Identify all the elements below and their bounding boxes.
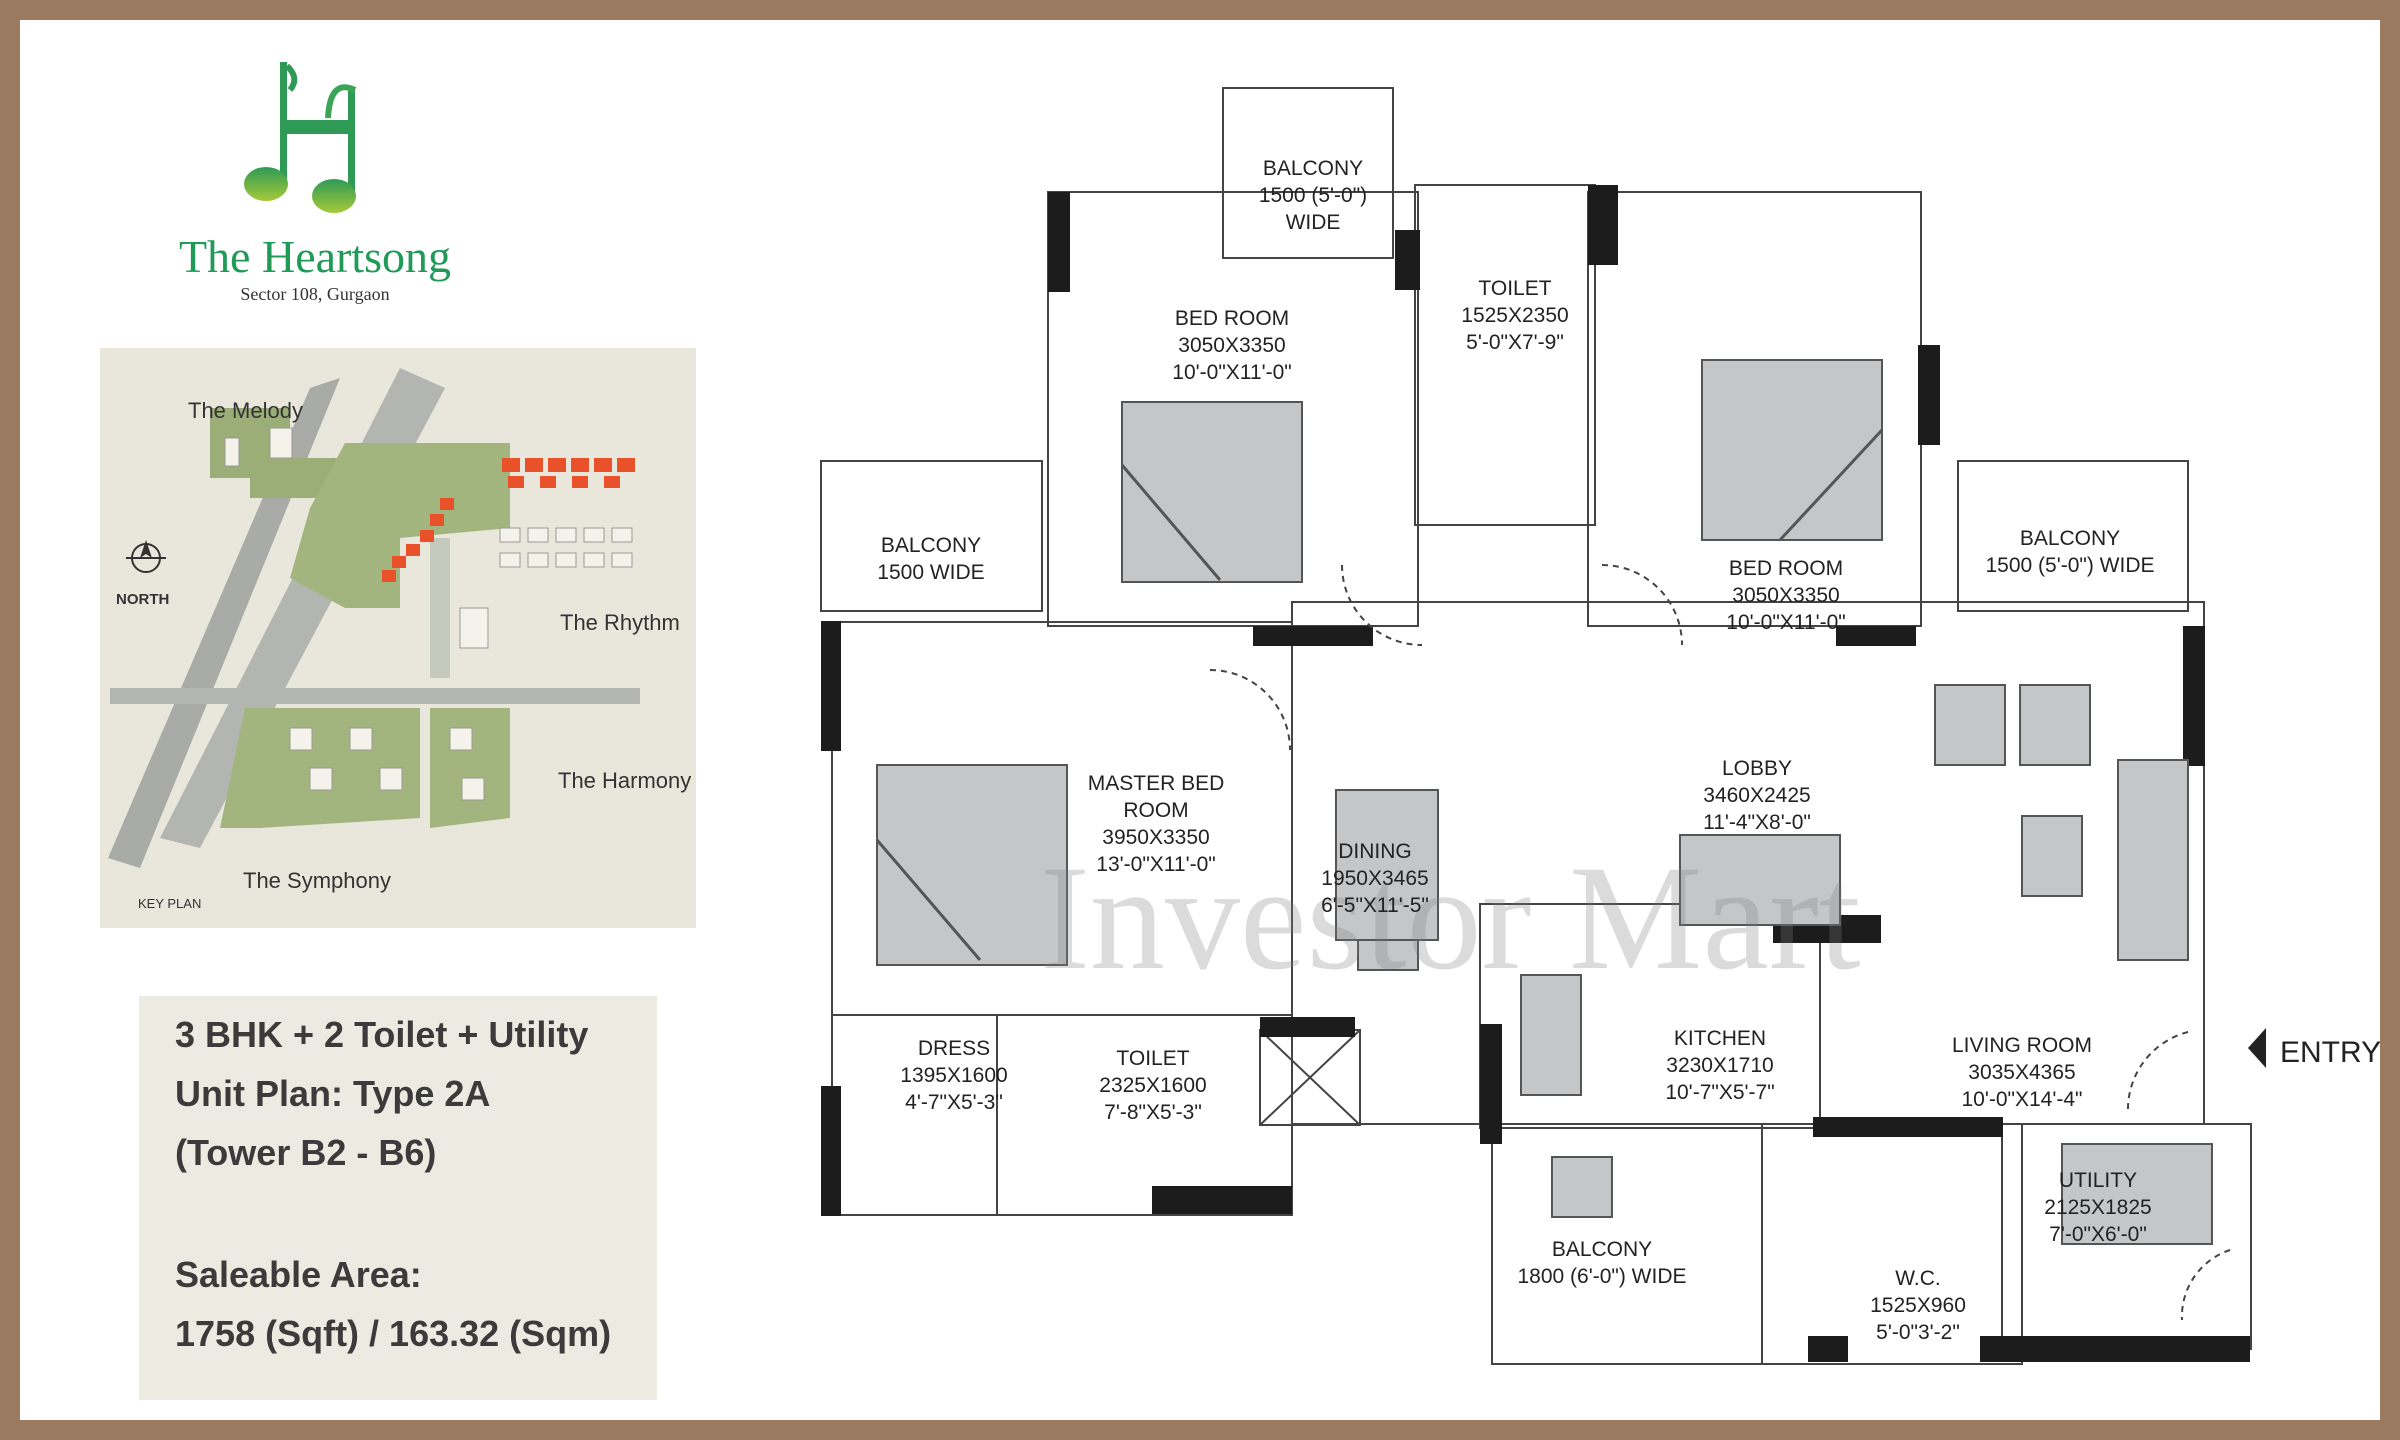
room-label-line: 2125X1825 [2044, 1196, 2151, 1219]
music-notes-logo-icon [244, 62, 357, 213]
room-label-line: 4'-7"X5'-3" [905, 1091, 1003, 1114]
room-label-line: 3950X3350 [1102, 826, 1209, 849]
room-label-line: ROOM [1123, 799, 1188, 822]
room-label-line: 5'-0"3'-2" [1876, 1321, 1960, 1344]
room-label-line: BALCONY [1263, 157, 1363, 180]
unit-info-box: 3 BHK + 2 Toilet + Utility Unit Plan: Ty… [139, 996, 657, 1400]
room-label-line: 10'-0"X11'-0" [1726, 611, 1845, 634]
unit-plan-type: Unit Plan: Type 2A [175, 1073, 491, 1114]
room-label-master-bedroom: MASTER BED ROOM 3950X3350 13'-0"X11'-0" [1088, 772, 1225, 876]
room-label-kitchen: KITCHEN 3230X1710 10'-7"X5'-7" [1665, 1027, 1774, 1104]
key-plan: The Melody The Rhythm The Harmony The Sy… [100, 348, 696, 928]
room-label-line: TOILET [1478, 277, 1551, 300]
room-label-line: 3460X2425 [1703, 784, 1810, 807]
room-label-balcony-right: BALCONY 1500 (5'-0") WIDE [1985, 527, 2154, 577]
room-label-line: 1500 WIDE [877, 561, 984, 584]
room-label-living-room: LIVING ROOM 3035X4365 10'-0"X14'-4" [1952, 1034, 2092, 1111]
key-plan-label-harmony: The Harmony [558, 768, 692, 793]
key-plan-label-melody: The Melody [188, 398, 303, 423]
page-frame: The Heartsong Sector 108, Gurgaon [20, 20, 2380, 1420]
key-plan-tag: KEY PLAN [138, 896, 202, 911]
room-label-line: 10'-7"X5'-7" [1665, 1081, 1774, 1104]
room-label-bedroom-left: BED ROOM 3050X3350 10'-0"X11'-0" [1172, 307, 1291, 384]
room-label-line: BED ROOM [1729, 557, 1843, 580]
room-label-line: LOBBY [1722, 757, 1792, 780]
room-label-line: BED ROOM [1175, 307, 1289, 330]
entry-arrow-icon [2248, 1028, 2266, 1068]
room-label-dining: DINING 1950X3465 6'-5"X11'-5" [1321, 840, 1429, 917]
key-plan-label-symphony: The Symphony [243, 868, 391, 893]
room-label-line: 1525X2350 [1461, 304, 1568, 327]
room-label-line: 10'-0"X11'-0" [1172, 361, 1291, 384]
unit-towers: (Tower B2 - B6) [175, 1132, 437, 1173]
room-label-toilet-bottom: TOILET 2325X1600 7'-8"X5'-3" [1099, 1047, 1206, 1124]
room-label-balcony-top: BALCONY 1500 (5'-0") WIDE [1259, 157, 1367, 234]
key-plan-label-rhythm: The Rhythm [560, 610, 680, 635]
room-label-line: WIDE [1286, 211, 1341, 234]
brand-location: Sector 108, Gurgaon [240, 284, 390, 304]
room-label-bedroom-right: BED ROOM 3050X3350 10'-0"X11'-0" [1726, 557, 1845, 634]
room-label-line: UTILITY [2059, 1169, 2137, 1192]
room-label-utility: UTILITY 2125X1825 7'-0"X6'-0" [2044, 1169, 2151, 1246]
room-label-line: MASTER BED [1088, 772, 1225, 795]
floor-plan: Investor Mart ENTRY BALCONY 1500 (5'-0") W… [820, 87, 2380, 1365]
room-label-line: 3050X3350 [1178, 334, 1285, 357]
room-label-line: 3050X3350 [1732, 584, 1839, 607]
room-label-line: DRESS [918, 1037, 990, 1060]
room-label-line: KITCHEN [1674, 1027, 1766, 1050]
room-label-dress: DRESS 1395X1600 4'-7"X5'-3" [900, 1037, 1007, 1114]
room-label-line: W.C. [1895, 1267, 1941, 1290]
room-label-lobby: LOBBY 3460X2425 11'-4"X8'-0" [1703, 757, 1811, 834]
room-label-line: 5'-0"X7'-9" [1466, 331, 1564, 354]
room-label-line: 6'-5"X11'-5" [1321, 894, 1429, 917]
key-plan-label-north: NORTH [116, 591, 170, 608]
room-label-line: 7'-8"X5'-3" [1104, 1101, 1202, 1124]
room-label-line: 1525X960 [1870, 1294, 1966, 1317]
room-label-line: DINING [1338, 840, 1412, 863]
room-label-line: 1500 (5'-0") WIDE [1985, 554, 2154, 577]
entry-label: ENTRY [2280, 1036, 2380, 1069]
north-arrow-icon [126, 540, 166, 573]
room-label-line: 1395X1600 [900, 1064, 1007, 1087]
room-label-balcony-left: BALCONY 1500 WIDE [877, 534, 984, 584]
room-labels: BALCONY 1500 (5'-0") WIDE TOILET 1525X2350 5'… [877, 157, 2154, 1344]
watermark: Investor Mart [1040, 835, 1861, 1001]
room-label-line: LIVING ROOM [1952, 1034, 2092, 1057]
saleable-area-value: 1758 (Sqft) / 163.32 (Sqm) [175, 1313, 612, 1354]
brand-name: The Heartsong [178, 231, 452, 282]
room-label-line: BALCONY [2020, 527, 2120, 550]
key-plan-map [100, 348, 696, 928]
room-label-line: 1950X3465 [1321, 867, 1428, 890]
room-label-line: 13'-0"X11'-0" [1096, 853, 1215, 876]
room-label-line: 7'-0"X6'-0" [2049, 1223, 2147, 1246]
room-label-line: 3035X4365 [1968, 1061, 2075, 1084]
room-label-line: 2325X1600 [1099, 1074, 1206, 1097]
unit-config: 3 BHK + 2 Toilet + Utility [175, 1014, 589, 1055]
room-label-line: 1500 (5'-0") [1259, 184, 1367, 207]
room-label-balcony-bottom: BALCONY 1800 (6'-0") WIDE [1517, 1238, 1686, 1288]
room-label-line: TOILET [1116, 1047, 1189, 1070]
room-label-line: 1800 (6'-0") WIDE [1517, 1265, 1686, 1288]
room-label-wc: W.C. 1525X960 5'-0"3'-2" [1870, 1267, 1966, 1344]
room-label-line: BALCONY [1552, 1238, 1652, 1261]
room-label-toilet-top: TOILET 1525X2350 5'-0"X7'-9" [1461, 277, 1568, 354]
room-label-line: 3230X1710 [1666, 1054, 1773, 1077]
room-label-line: 11'-4"X8'-0" [1703, 811, 1811, 834]
room-label-line: BALCONY [881, 534, 981, 557]
room-label-line: 10'-0"X14'-4" [1962, 1088, 2083, 1111]
saleable-area-label: Saleable Area: [175, 1254, 422, 1295]
